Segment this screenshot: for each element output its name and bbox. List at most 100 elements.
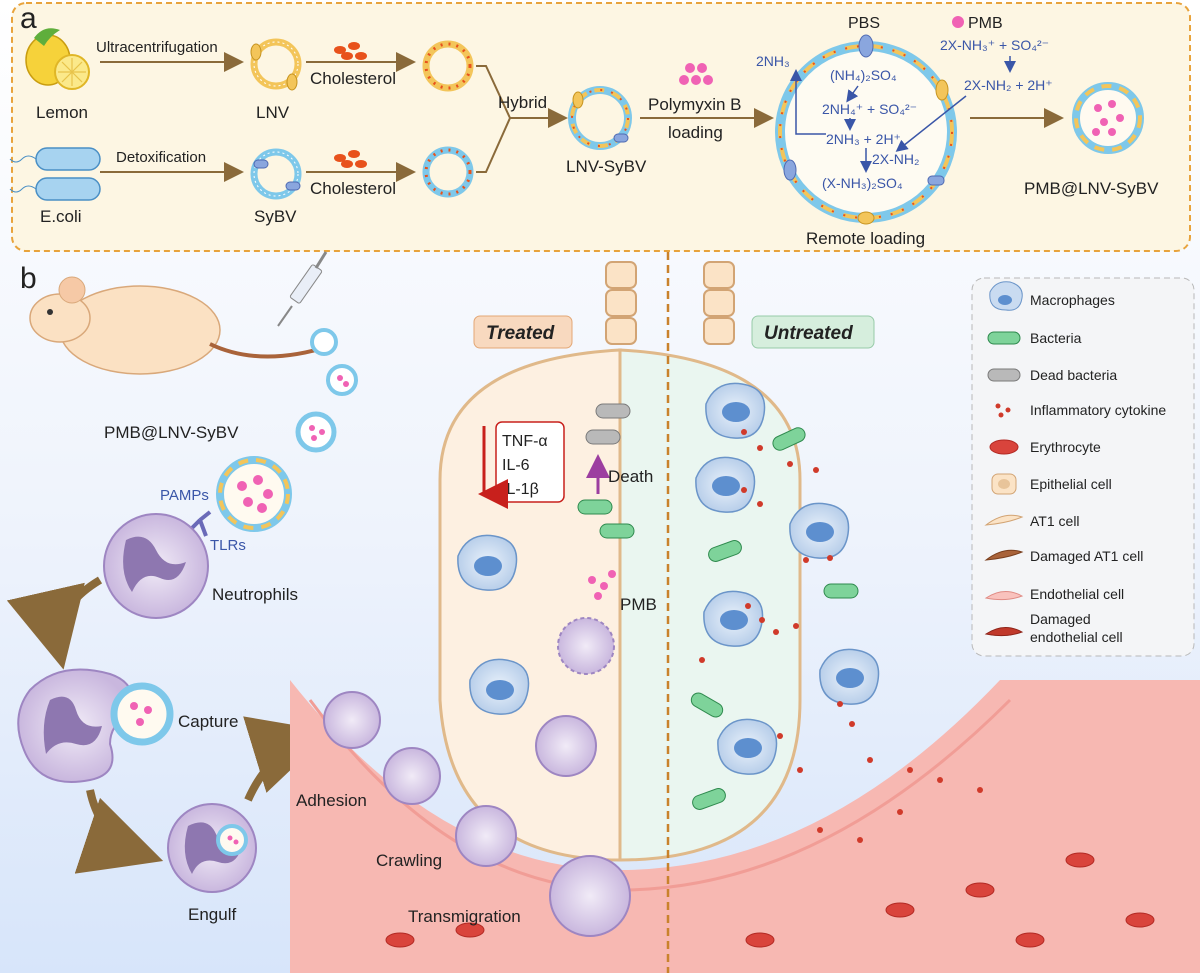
vessel-neutrophil-icons <box>323 691 631 937</box>
crawling-label: Crawling <box>376 851 442 870</box>
lnv-vesicle-icon <box>250 38 302 91</box>
erythrocyte-icons <box>385 852 1155 948</box>
arrow-to-engulf <box>74 789 164 874</box>
neutrophils-label: Neutrophils <box>212 585 298 604</box>
bacteria-legend-icon <box>987 331 1021 345</box>
nh4-ions-label: 2NH₄⁺ + SO₄²⁻ <box>822 101 917 117</box>
legend-label-damaged-endothelial-0: Damaged <box>1030 611 1091 627</box>
cytokine-il6: IL-6 <box>502 457 530 474</box>
nh4-so4-label: (NH₄)₂SO₄ <box>830 67 897 83</box>
pamps-label: PAMPs <box>160 487 209 504</box>
detoxification-label: Detoxification <box>116 149 206 166</box>
lnv-sybv-vesicle-icon <box>568 86 632 150</box>
macrophage-legend-icon <box>989 281 1023 311</box>
pmb-label: PMB <box>620 595 657 614</box>
macrophage-icons-treated <box>457 534 530 715</box>
lemon-label: Lemon <box>36 103 88 122</box>
x-nh2-label: 2X-NH₂ <box>872 151 919 167</box>
arrow-into-vesicle <box>895 95 967 152</box>
legend-box <box>971 277 1195 657</box>
capture-neutrophil-icon <box>17 668 174 783</box>
pmb-legend-label: PMB <box>968 15 1003 32</box>
panel-a-letter: a <box>20 2 37 35</box>
cytokine-tnf: TNF-α <box>502 433 548 450</box>
legend-label-cytokine: Inflammatory cytokine <box>1030 402 1166 418</box>
pmb-particles-icon <box>679 63 713 85</box>
cholesterol-icon <box>334 42 367 168</box>
dead-bacteria-legend-icon <box>987 368 1021 382</box>
legend-label-macrophage: Macrophages <box>1030 292 1115 308</box>
lnv-cholesterol-vesicle-icon <box>422 40 474 92</box>
legend-label-damaged-endothelial-1: endothelial cell <box>1030 629 1123 645</box>
pbs-label: PBS <box>848 15 880 32</box>
remote-loading-label: Remote loading <box>806 229 925 248</box>
cholesterol-bottom-label: Cholesterol <box>310 179 396 198</box>
treated-label: Treated <box>486 323 555 344</box>
ecoli-label: E.coli <box>40 207 82 226</box>
dead-bacteria-icons <box>585 403 631 445</box>
legend-label-dead-bacteria: Dead bacteria <box>1030 367 1117 383</box>
capture-label: Capture <box>178 712 238 731</box>
legend-label-damaged-at1: Damaged AT1 cell <box>1030 548 1143 564</box>
nh3-h-label: 2NH₃ + 2H⁺ <box>826 131 901 147</box>
mouse-icon <box>29 276 331 375</box>
legend-label-endothelial: Endothelial cell <box>1030 586 1124 602</box>
epithelial-cells <box>605 261 735 345</box>
transmigration-label: Transmigration <box>408 907 521 926</box>
pmb-lnv-sybv-vesicle-icon <box>1072 82 1144 154</box>
endothelial-legend-icon <box>984 591 1024 601</box>
remote-loading-vesicle-icon <box>775 34 957 225</box>
adhesion-label: Adhesion <box>296 791 367 810</box>
sybv-label: SyBV <box>254 207 297 226</box>
blood-vessel <box>290 680 1200 973</box>
treated-badge <box>473 315 573 349</box>
polymyxin-label-1: Polymyxin B <box>648 95 742 114</box>
untreated-label: Untreated <box>764 323 853 344</box>
eq-right-2: 2X-NH₂ + 2H⁺ <box>964 77 1053 93</box>
polymyxin-label-2: loading <box>668 123 723 142</box>
pmb-dots-treated <box>588 570 616 600</box>
ultracentrifugation-label: Ultracentrifugation <box>96 39 218 56</box>
bacteria-icons-untreated <box>690 427 859 810</box>
at1-legend-icon <box>984 514 1024 526</box>
panel-b-letter: b <box>20 262 37 295</box>
cytokine-dots-untreated <box>699 429 983 843</box>
bacteria-icons-treated <box>577 499 635 539</box>
cholesterol-top-label: Cholesterol <box>310 69 396 88</box>
nh3-out-label: 2NH₃ <box>756 53 790 69</box>
neutrophil-icon <box>103 513 209 619</box>
syringe-icon <box>277 251 328 327</box>
cytokine-box <box>495 421 565 503</box>
ecoli-icon <box>9 147 101 201</box>
erythrocyte-legend-icon <box>989 439 1019 455</box>
arrow-dissociate <box>846 85 859 103</box>
sybv-cholesterol-vesicle-icon <box>422 146 474 198</box>
lnv-sybv-label: LNV-SyBV <box>566 157 647 176</box>
epithelial-legend-icon <box>991 473 1017 495</box>
cytokine-il1b: IL-1β <box>502 481 539 498</box>
legend-label-bacteria: Bacteria <box>1030 330 1082 346</box>
pamps-vesicle-icon <box>216 456 292 532</box>
legend-label-erythrocyte: Erythrocyte <box>1030 439 1101 455</box>
engulf-label: Engulf <box>188 905 236 924</box>
eq-top-right: 2X-NH₃⁺ + SO₄²⁻ <box>940 37 1049 53</box>
hybrid-label: Hybrid <box>498 93 547 112</box>
cytokine-legend-icon <box>995 403 1011 418</box>
pmb-legend-dot <box>952 16 964 28</box>
neutrophil-burst-icon <box>535 617 615 777</box>
tlrs-label: TLRs <box>210 537 246 554</box>
lemon-icon <box>25 28 90 90</box>
damaged-endothelial-legend-icon <box>984 627 1024 637</box>
lnv-label: LNV <box>256 103 290 122</box>
untreated-badge <box>751 315 875 349</box>
small-vesicle-icon <box>295 411 337 453</box>
arrow-to-capture <box>6 576 103 670</box>
death-label: Death <box>608 467 653 486</box>
engulf-neutrophil-icon <box>167 803 257 893</box>
damaged-at1-legend-icon <box>984 549 1024 561</box>
pmb-lnv-sybv-b-label: PMB@LNV-SyBV <box>104 423 239 442</box>
x-nh3-so4-label: (X-NH₃)₂SO₄ <box>822 175 903 191</box>
sybv-vesicle-icon <box>250 148 302 200</box>
